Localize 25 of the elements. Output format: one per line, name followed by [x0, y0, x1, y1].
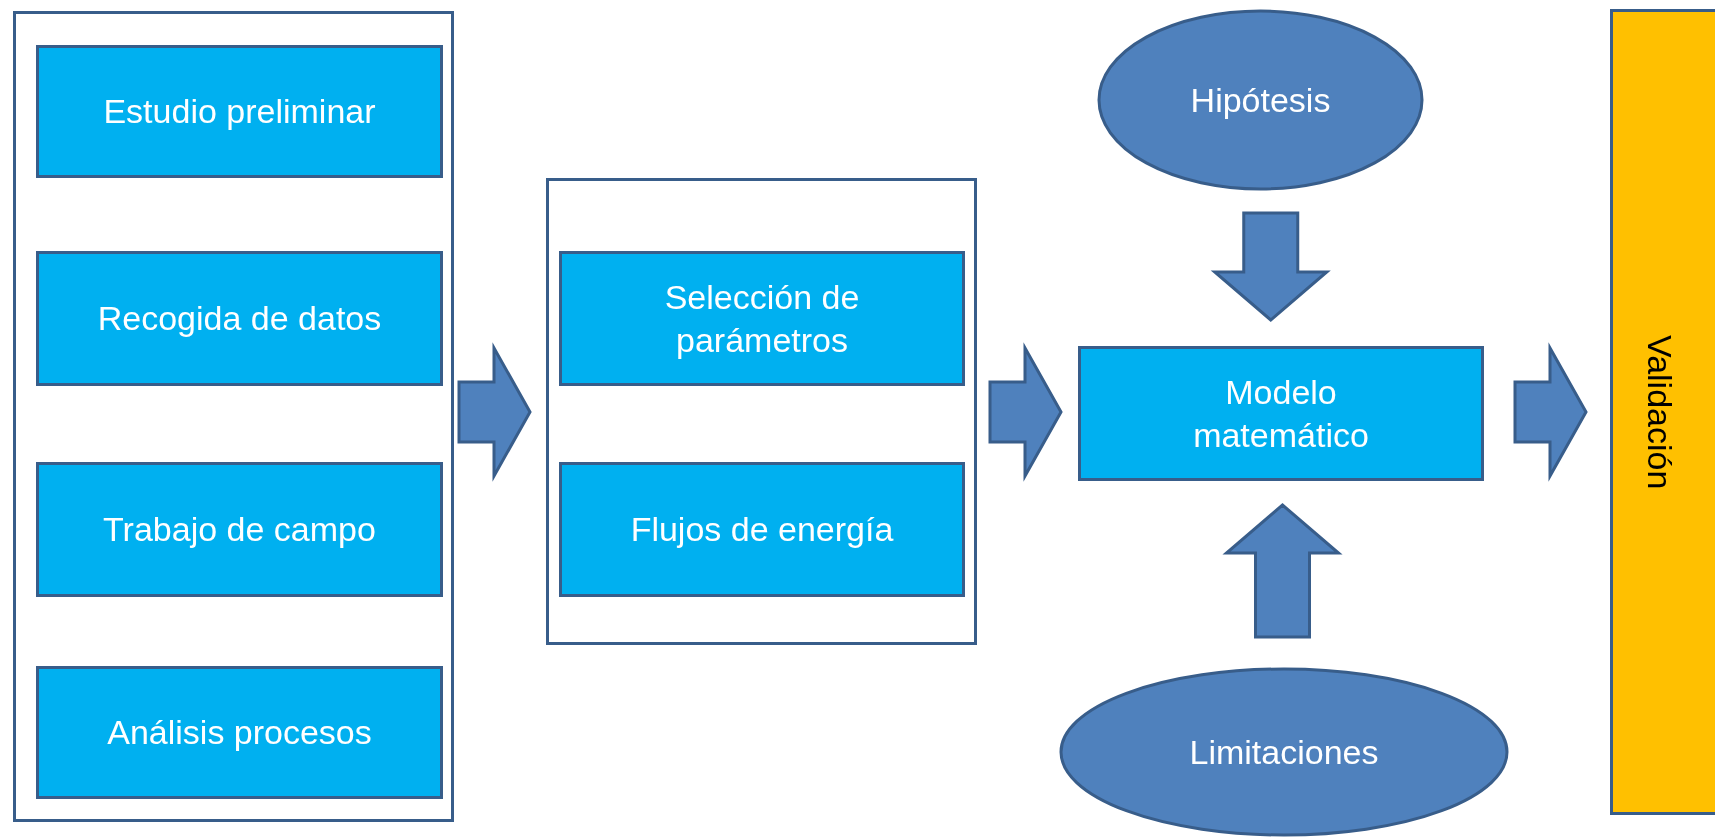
step-label: Limitaciones — [1188, 731, 1380, 773]
block-arrow — [457, 342, 532, 482]
step-label: Validación — [1640, 334, 1681, 490]
step-label: Trabajo de campo — [102, 509, 377, 551]
step-label: Estudio preliminar — [102, 91, 377, 133]
process-box — [36, 45, 443, 178]
block-arrow — [1222, 503, 1343, 639]
group-frame — [546, 178, 977, 645]
process-box — [36, 666, 443, 799]
process-box — [559, 251, 965, 386]
group-frame — [13, 11, 454, 822]
process-box — [36, 462, 443, 597]
step-label: Modelo matemático — [1192, 372, 1370, 456]
step-label: Selección de parámetros — [663, 277, 861, 361]
validation-bar — [1610, 9, 1715, 815]
step-label: Flujos de energía — [629, 509, 895, 551]
block-arrow — [1210, 211, 1331, 322]
process-box — [1078, 346, 1484, 481]
step-label: Análisis procesos — [106, 712, 373, 754]
process-box — [559, 462, 965, 597]
block-arrow — [988, 342, 1063, 482]
step-label: Recogida de datos — [96, 298, 383, 340]
step-label: Hipótesis — [1189, 79, 1332, 121]
process-box — [36, 251, 443, 386]
block-arrow — [1513, 342, 1588, 482]
